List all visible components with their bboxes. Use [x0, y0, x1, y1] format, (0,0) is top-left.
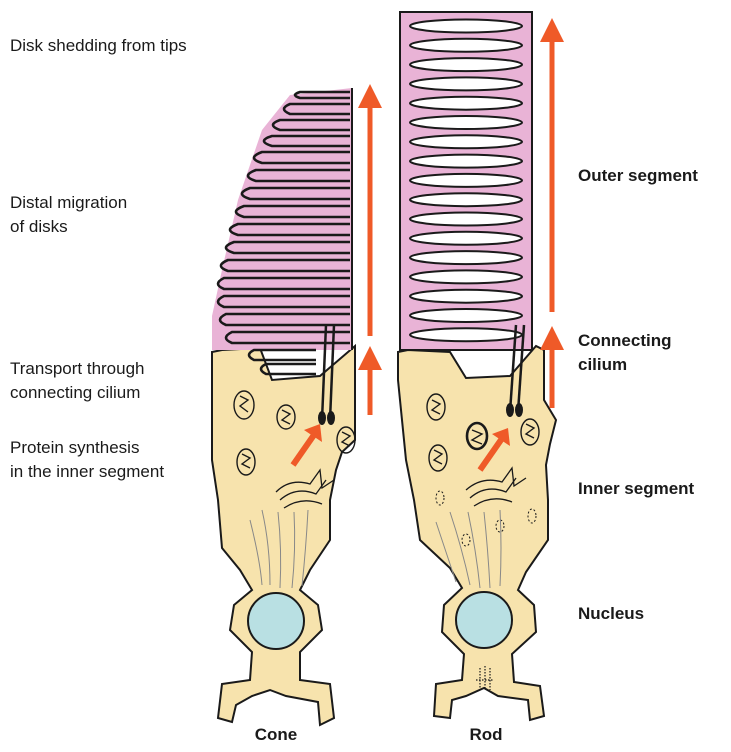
- inner-segment-label: Inner segment: [578, 478, 694, 500]
- rod-disk: [410, 290, 522, 303]
- cone-outer-segment: [212, 88, 352, 350]
- synthesis-label-line1: Protein synthesis: [10, 437, 139, 459]
- rod-basal-body-right: [515, 403, 523, 417]
- rod-disk: [410, 39, 522, 52]
- rod-disk: [410, 116, 522, 129]
- rod-disk: [410, 77, 522, 90]
- rod-disk: [410, 135, 522, 148]
- connecting-cilium-label-line1: Connecting: [578, 330, 672, 352]
- rod-disk: [410, 328, 522, 341]
- rod-disk: [410, 193, 522, 206]
- rod-disk: [410, 232, 522, 245]
- cone-label: Cone: [246, 724, 306, 746]
- synthesis-label-line2: in the inner segment: [10, 461, 164, 483]
- rod-nucleus: [456, 592, 512, 648]
- rod-disk: [410, 251, 522, 264]
- transport-label-line2: connecting cilium: [10, 382, 140, 404]
- cone-cell: [212, 88, 355, 725]
- rod-inner-segment: [398, 346, 556, 720]
- rod-disk: [410, 213, 522, 226]
- transport-label-line1: Transport through: [10, 358, 145, 380]
- cone-basal-body-left: [318, 411, 326, 425]
- rod-basal-body-left: [506, 403, 514, 417]
- nucleus-label: Nucleus: [578, 603, 644, 625]
- disk-shedding-label: Disk shedding from tips: [10, 35, 187, 57]
- distal-migration-label-line1: Distal migration: [10, 192, 127, 214]
- rod-disk: [410, 174, 522, 187]
- connecting-cilium-label-line2: cilium: [578, 354, 627, 376]
- rod-disk: [410, 155, 522, 168]
- distal-migration-label-line2: of disks: [10, 216, 68, 238]
- rod-label: Rod: [456, 724, 516, 746]
- rod-disk: [410, 20, 522, 33]
- cone-basal-body-right: [327, 411, 335, 425]
- rod-disk: [410, 270, 522, 283]
- rod-disks: [410, 20, 522, 342]
- rod-disk: [410, 309, 522, 322]
- rod-cell: [398, 12, 556, 720]
- rod-disk: [410, 58, 522, 71]
- cone-nucleus: [248, 593, 304, 649]
- outer-segment-label: Outer segment: [578, 165, 698, 187]
- rod-disk: [410, 97, 522, 110]
